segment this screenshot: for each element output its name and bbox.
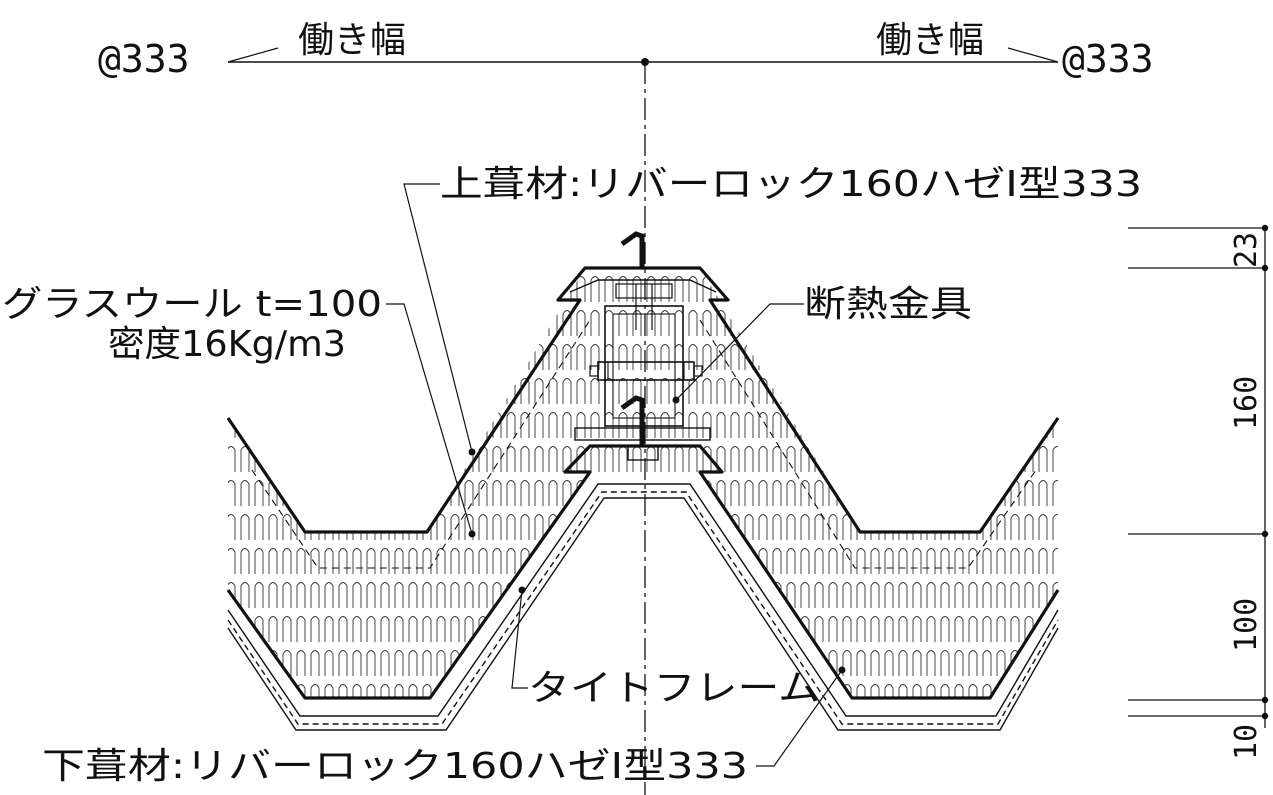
upper-roofing-label: 上葺材:リバーロック160ハゼⅠ型333 xyxy=(440,164,1142,205)
tight-frame-label: タイトフレーム xyxy=(528,668,820,709)
bracket-label: 断熱金具 xyxy=(804,284,972,325)
lower-roofing-label: 下葺材:リバーロック160ハゼⅠ型333 xyxy=(42,746,748,787)
right-working-width-label: 働き幅 xyxy=(876,20,984,61)
left-working-width-label: 働き幅 xyxy=(298,20,406,61)
tight-frame-clip xyxy=(627,445,659,461)
right-pitch-label: @333 xyxy=(1062,37,1154,81)
left-pitch-label: @333 xyxy=(98,37,190,81)
lower-roofing-line-4 xyxy=(227,497,1059,731)
dim-23: 23 xyxy=(1229,232,1264,268)
glass-wool-inner-dashes xyxy=(251,319,1037,569)
dim-10: 10 xyxy=(1229,724,1264,760)
lower-roofing-line-3 xyxy=(227,491,1059,725)
glass-wool-layer xyxy=(228,268,1058,698)
lower-seam-hook xyxy=(620,395,645,446)
upper-seam-cap xyxy=(569,279,717,293)
lower-roofing-line-2 xyxy=(227,483,1059,717)
dim-160: 160 xyxy=(1229,376,1264,430)
glass-wool-label: グラスウール t=100 xyxy=(2,284,382,325)
glass-wool-density-label: 密度16Kg/m3 xyxy=(108,324,346,365)
upper-seam-hook xyxy=(620,231,645,268)
leader-lines xyxy=(386,183,846,767)
dim-100: 100 xyxy=(1229,598,1264,652)
insulation-bracket xyxy=(574,283,711,441)
right-dimension xyxy=(1128,224,1269,728)
